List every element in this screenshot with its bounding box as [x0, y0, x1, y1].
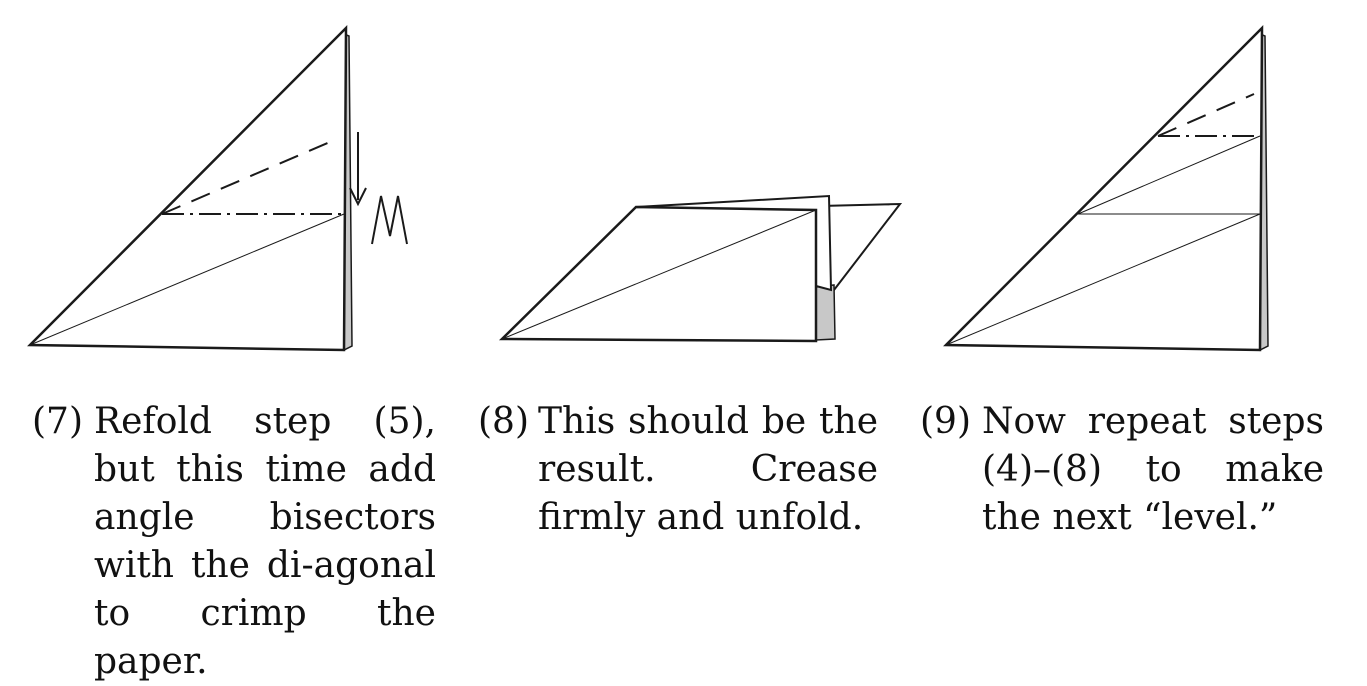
origami-diagram: [27, 24, 1269, 352]
step9-figure: [943, 24, 1269, 352]
step8-number: (8): [478, 401, 529, 442]
step9-valley-fold-line: [1157, 93, 1255, 137]
step9-level1-diagonal: [1077, 135, 1261, 215]
step9-number: (9): [920, 401, 971, 442]
step8-edge-shading: [815, 284, 836, 341]
step7-arrow-head: [349, 187, 367, 207]
step8-text: This should be the result. Crease firmly…: [538, 401, 878, 538]
step8-figure: [498, 194, 903, 343]
step7-text: Refold step (5), but this time add angle…: [94, 401, 436, 682]
step8-diagonal-crease: [501, 209, 817, 340]
step7-figure: [27, 24, 408, 352]
step7-number: (7): [32, 401, 83, 442]
step9-triangle: [943, 24, 1264, 352]
step7-crimp-symbol: [371, 195, 408, 245]
step8-back-layer: [818, 202, 903, 291]
step9-diagonal-crease: [945, 213, 1261, 346]
step7-triangle: [27, 24, 348, 352]
step7-diagonal-crease: [29, 213, 345, 346]
step9-text: Now repeat steps (4)–(8) to make the nex…: [982, 401, 1324, 538]
